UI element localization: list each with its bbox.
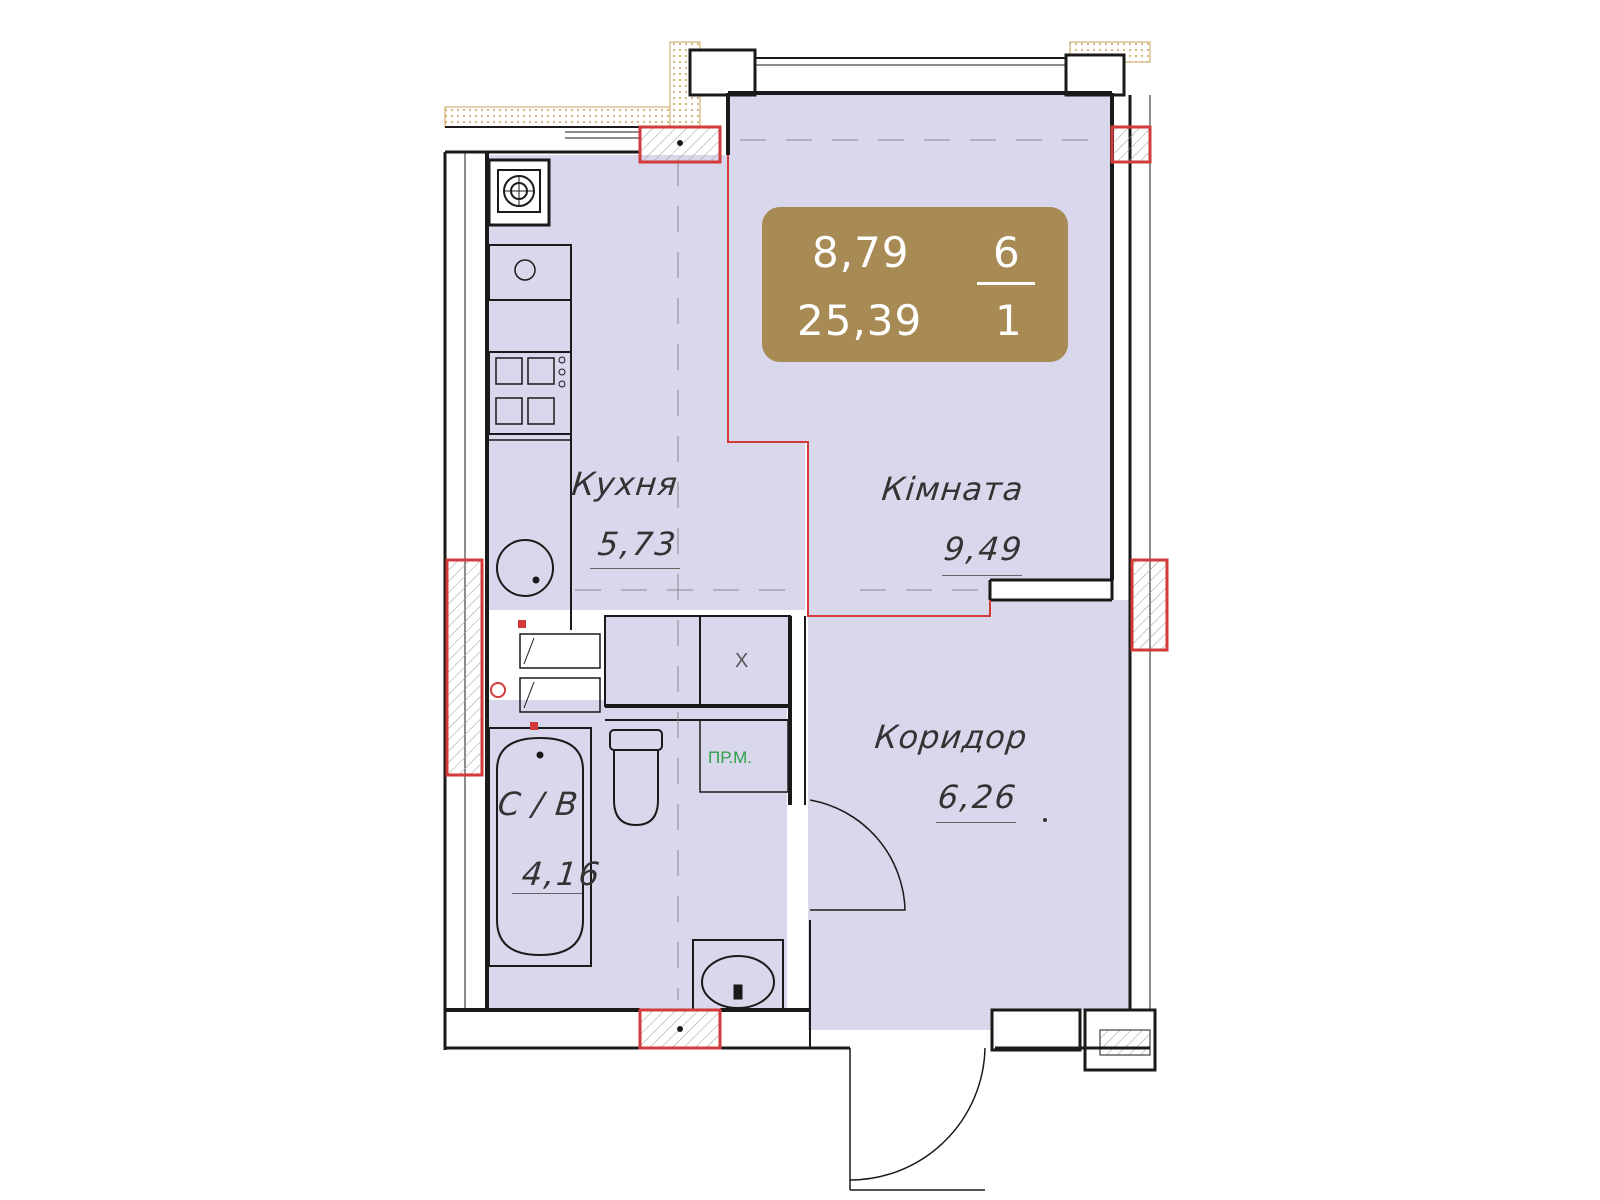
meter-markers (490, 620, 538, 730)
corridor-dot (1043, 818, 1047, 822)
info-value-bottom-left: 25,39 (797, 296, 923, 345)
toilet-icon (609, 729, 663, 827)
corridor-floor (808, 600, 1130, 1030)
bathroom-area-underline (512, 893, 582, 894)
bathroom-floor (487, 700, 787, 1010)
info-fraction-line (977, 282, 1035, 285)
pantry-tag: ПР.М. (708, 748, 752, 767)
walls (443, 48, 1157, 1191)
stove-icon (487, 158, 551, 227)
kitchen-area-underline (590, 568, 680, 569)
bathtub-icon (488, 727, 592, 967)
structural-columns (445, 125, 1169, 1050)
insulation (444, 41, 1151, 128)
axis-lines (575, 139, 1100, 1000)
washbasin-icon (692, 939, 784, 1011)
room-area-underline (942, 575, 1022, 576)
utility-floor (605, 616, 790, 706)
sink-icon (496, 539, 554, 597)
info-value-bottom-right: 1 (995, 296, 1023, 345)
corridor-area-underline (936, 822, 1016, 823)
closet-mark: X (735, 650, 749, 672)
zone-outline (727, 155, 991, 617)
info-value-top-right: 6 (993, 228, 1021, 277)
bathroom-label: С / В (496, 785, 581, 823)
room-area: 9,49 (942, 530, 1026, 568)
corridor-area: 6,26 (936, 778, 1020, 816)
kitchen-area: 5,73 (596, 525, 680, 563)
corridor-label: Коридор (873, 718, 1030, 756)
bathroom-area: 4,16 (520, 855, 604, 893)
room-label: Кімната (880, 470, 1026, 508)
info-value-top-left: 8,79 (812, 228, 910, 277)
kitchen-label: Кухня (570, 465, 680, 503)
